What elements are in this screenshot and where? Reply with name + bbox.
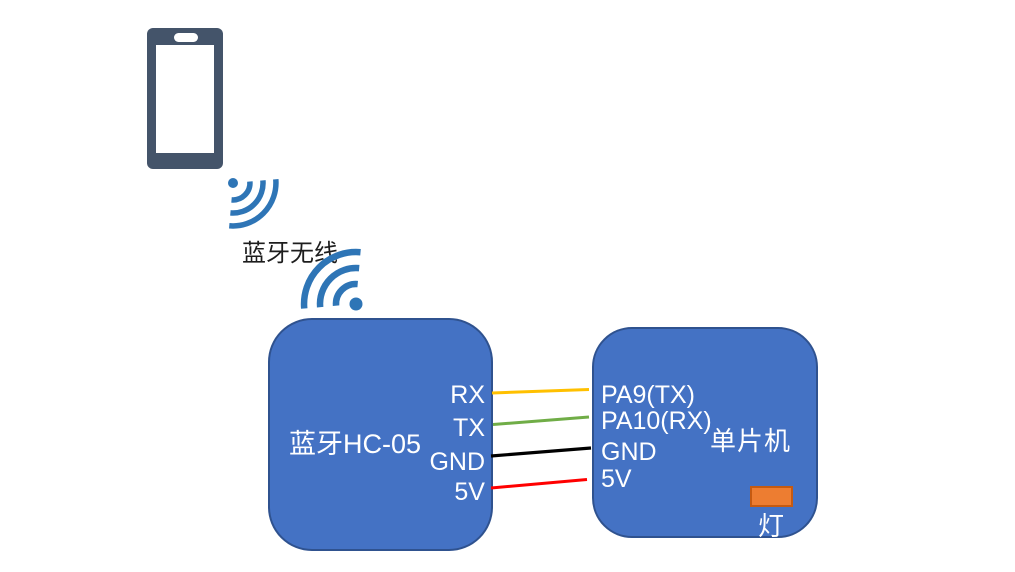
signal-arc-1 — [231, 181, 253, 203]
signal-arc-1 — [332, 280, 358, 306]
signal-dot — [349, 297, 363, 311]
hc05-module-block: 蓝牙HC-05 RX TX GND 5V — [268, 318, 493, 551]
smartphone-icon — [147, 28, 223, 169]
mcu-pin-5v: 5V — [601, 465, 632, 493]
wireless-label: 蓝牙无线 — [242, 240, 338, 267]
hc05-pin-gnd: GND — [429, 448, 485, 476]
phone-screen — [156, 45, 214, 153]
hc05-pin-tx: TX — [453, 414, 485, 442]
led-indicator — [750, 486, 793, 507]
wire-gnd-to-gnd — [490, 446, 592, 458]
wire-5v-to-5v — [490, 478, 588, 490]
led-label: 灯 — [758, 511, 785, 541]
mcu-label: 单片机 — [710, 426, 792, 456]
wire-tx-to-pa10 — [492, 415, 590, 426]
mcu-pin-pa10: PA10(RX) — [601, 407, 712, 435]
signal-arc-2 — [230, 180, 266, 216]
signal-dot — [228, 178, 238, 188]
hc05-pin-rx: RX — [450, 381, 485, 409]
mcu-pin-gnd: GND — [601, 438, 657, 466]
mcu-pin-pa9: PA9(TX) — [601, 381, 695, 409]
phone-speaker — [174, 33, 198, 42]
mcu-block: 单片机 PA9(TX) PA10(RX) GND 5V 灯 — [592, 327, 818, 541]
hc05-module-label: 蓝牙HC-05 — [289, 429, 422, 459]
signal-arc-3 — [229, 179, 279, 229]
hc05-pin-5v: 5V — [454, 478, 485, 506]
wire-rx-to-pa9 — [491, 388, 590, 395]
